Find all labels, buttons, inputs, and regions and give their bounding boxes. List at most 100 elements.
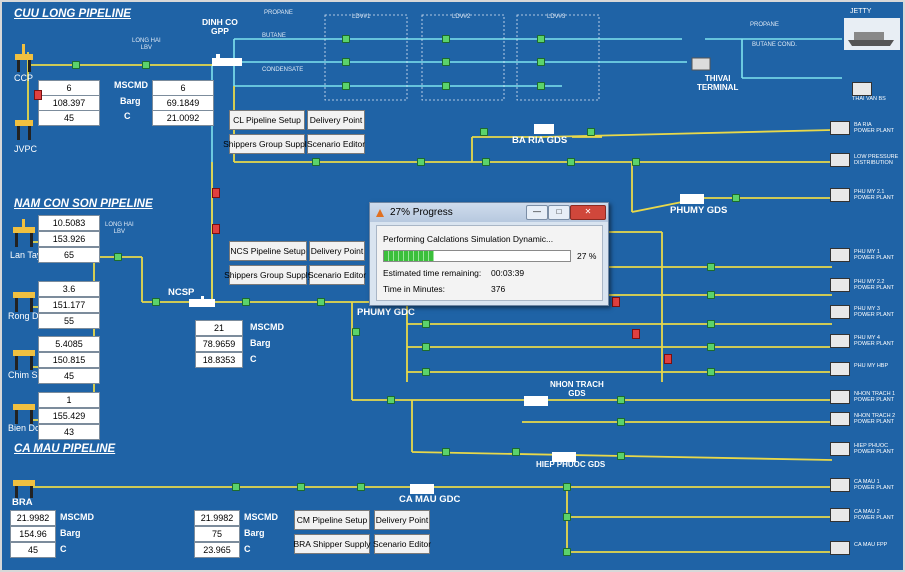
- pipeline-node[interactable]: [442, 82, 450, 90]
- power-plant-icon[interactable]: [830, 248, 850, 262]
- pipeline-node[interactable]: [422, 368, 430, 376]
- pipeline-node[interactable]: [232, 483, 240, 491]
- consumer-label: PHU MY 1 POWER PLANT: [854, 249, 895, 261]
- valve-icon[interactable]: [664, 354, 672, 364]
- power-plant-icon[interactable]: [830, 305, 850, 319]
- pipeline-node[interactable]: [342, 35, 350, 43]
- hiep-phuoc-gds-icon[interactable]: [550, 448, 578, 464]
- pipeline-node[interactable]: [563, 513, 571, 521]
- pipeline-node[interactable]: [342, 58, 350, 66]
- baria-gds-icon[interactable]: [532, 120, 556, 136]
- chim-sao-platform-icon[interactable]: [10, 340, 38, 370]
- cm-shipper-supply-button[interactable]: BRA Shipper Supply: [293, 534, 371, 554]
- truck-icon[interactable]: [852, 82, 872, 96]
- power-plant-icon[interactable]: [830, 442, 850, 456]
- pipeline-node[interactable]: [617, 452, 625, 460]
- pipeline-node[interactable]: [732, 194, 740, 202]
- pipeline-node[interactable]: [317, 298, 325, 306]
- pipeline-node[interactable]: [632, 158, 640, 166]
- power-plant-icon[interactable]: [830, 362, 850, 376]
- pipeline-node[interactable]: [707, 320, 715, 328]
- pipeline-node[interactable]: [617, 396, 625, 404]
- camau-gdc-icon[interactable]: [408, 480, 436, 496]
- cl-delivery-point-button[interactable]: Delivery Point: [307, 110, 365, 130]
- pipeline-node[interactable]: [442, 35, 450, 43]
- bra-platform-icon[interactable]: [10, 472, 38, 498]
- power-plant-icon[interactable]: [830, 153, 850, 167]
- phumy-gds-icon[interactable]: [678, 190, 706, 206]
- pipeline-node[interactable]: [387, 396, 395, 404]
- pipeline-node[interactable]: [352, 328, 360, 336]
- ccp-platform-icon[interactable]: [12, 42, 36, 72]
- pipeline-node[interactable]: [297, 483, 305, 491]
- cl-shippers-group-button[interactable]: Shippers Group Supply: [223, 134, 311, 154]
- pipeline-node[interactable]: [567, 158, 575, 166]
- jvpc-platform-icon[interactable]: [12, 114, 36, 144]
- pipeline-node[interactable]: [537, 58, 545, 66]
- ncsp-facility-icon[interactable]: [187, 296, 217, 308]
- power-plant-icon[interactable]: [830, 390, 850, 404]
- pipeline-node[interactable]: [707, 368, 715, 376]
- pipeline-node[interactable]: [537, 35, 545, 43]
- valve-icon[interactable]: [612, 297, 620, 307]
- power-plant-icon[interactable]: [830, 478, 850, 492]
- ncs-shippers-group-button[interactable]: Shippers Group Supply: [224, 265, 312, 285]
- minimize-button[interactable]: —: [526, 205, 548, 220]
- pipeline-node[interactable]: [142, 61, 150, 69]
- cm-delivery-point-button[interactable]: Delivery Point: [374, 510, 430, 530]
- pipeline-node[interactable]: [357, 483, 365, 491]
- power-plant-icon[interactable]: [830, 121, 850, 135]
- pipeline-node[interactable]: [537, 82, 545, 90]
- close-button[interactable]: ✕: [570, 205, 606, 220]
- power-plant-icon[interactable]: [830, 188, 850, 202]
- pipeline-node[interactable]: [442, 58, 450, 66]
- rong-doi-platform-icon[interactable]: [10, 282, 38, 312]
- ncs-scenario-editor-button[interactable]: Scenario Editor: [308, 265, 366, 285]
- pipeline-node[interactable]: [417, 158, 425, 166]
- power-plant-icon[interactable]: [830, 508, 850, 522]
- progress-dialog[interactable]: 27% Progress — □ ✕ Performing Calclation…: [369, 202, 609, 306]
- pipeline-node[interactable]: [72, 61, 80, 69]
- thivai-facility-icon[interactable]: [690, 54, 712, 72]
- ncs-pipeline-setup-button[interactable]: NCS Pipeline Setup: [229, 241, 307, 261]
- cl-scenario-editor-button[interactable]: Scenario Editor: [307, 134, 365, 154]
- pipeline-node[interactable]: [617, 418, 625, 426]
- pipeline-node[interactable]: [152, 298, 160, 306]
- pipeline-node[interactable]: [482, 158, 490, 166]
- pipeline-node[interactable]: [442, 448, 450, 456]
- pipeline-node[interactable]: [342, 82, 350, 90]
- camau-pressure-unit: Barg: [244, 528, 265, 538]
- pipeline-node[interactable]: [563, 548, 571, 556]
- pipeline-node[interactable]: [707, 343, 715, 351]
- cl-pipeline-setup-button[interactable]: CL Pipeline Setup: [229, 110, 305, 130]
- power-plant-icon[interactable]: [830, 541, 850, 555]
- cm-scenario-editor-button[interactable]: Scenario Editor: [373, 534, 431, 554]
- pipeline-node[interactable]: [114, 253, 122, 261]
- lan-tay-platform-icon[interactable]: [10, 217, 38, 247]
- pipeline-node[interactable]: [480, 128, 488, 136]
- nhon-trach-gds-icon[interactable]: [522, 392, 550, 408]
- cm-pipeline-setup-button[interactable]: CM Pipeline Setup: [294, 510, 370, 530]
- valve-icon[interactable]: [34, 90, 42, 100]
- power-plant-icon[interactable]: [830, 278, 850, 292]
- dinh-co-facility-icon[interactable]: [210, 54, 244, 68]
- jetty-ship-icon[interactable]: [844, 18, 900, 50]
- pipeline-node[interactable]: [312, 158, 320, 166]
- ncs-delivery-point-button[interactable]: Delivery Point: [309, 241, 365, 261]
- pipeline-node[interactable]: [707, 263, 715, 271]
- maximize-button[interactable]: □: [548, 205, 570, 220]
- valve-icon[interactable]: [212, 188, 220, 198]
- pipeline-node[interactable]: [422, 320, 430, 328]
- valve-icon[interactable]: [632, 329, 640, 339]
- pipeline-node[interactable]: [242, 298, 250, 306]
- power-plant-icon[interactable]: [830, 412, 850, 426]
- bien-dong-platform-icon[interactable]: [10, 394, 38, 424]
- pipeline-node[interactable]: [707, 291, 715, 299]
- pipeline-node[interactable]: [512, 448, 520, 456]
- power-plant-icon[interactable]: [830, 334, 850, 348]
- valve-icon[interactable]: [212, 224, 220, 234]
- pipeline-node[interactable]: [563, 483, 571, 491]
- pipeline-node[interactable]: [587, 128, 595, 136]
- ncsp-flow: 21: [195, 320, 243, 336]
- pipeline-node[interactable]: [422, 343, 430, 351]
